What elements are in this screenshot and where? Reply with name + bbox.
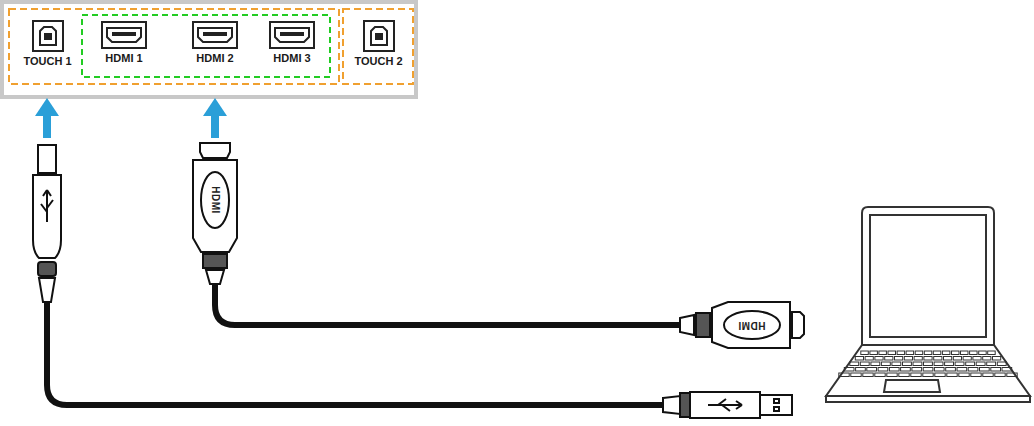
plug-logo-text: HDMI bbox=[737, 320, 767, 330]
hdmi-plug bbox=[680, 302, 804, 348]
usb-a-plug bbox=[663, 392, 792, 418]
touch-group-frame bbox=[343, 9, 413, 84]
port-label: HDMI 3 bbox=[268, 52, 316, 64]
port-icon bbox=[191, 20, 239, 50]
hdmi-port: HDMI 2 bbox=[191, 20, 239, 64]
usb-b-plug bbox=[33, 145, 61, 302]
touch-group-frame bbox=[9, 9, 339, 84]
port-label: HDMI 1 bbox=[100, 52, 148, 64]
laptop bbox=[826, 207, 1030, 402]
insert-arrow bbox=[35, 98, 227, 138]
hdmi-plug bbox=[193, 143, 237, 284]
port-label: TOUCH 2 bbox=[354, 55, 403, 67]
hdmi-cable bbox=[215, 282, 682, 325]
port-label: HDMI 2 bbox=[191, 52, 239, 64]
hdmi-group-frame bbox=[82, 15, 330, 77]
usb-touch-port: TOUCH 1 bbox=[23, 19, 72, 67]
display-panel bbox=[2, 2, 416, 97]
hdmi-port: HDMI 3 bbox=[268, 20, 316, 64]
plug-logo-text: HDMI bbox=[210, 185, 220, 215]
port-icon bbox=[31, 19, 65, 53]
port-label: TOUCH 1 bbox=[23, 55, 72, 67]
port-icon bbox=[362, 19, 396, 53]
hdmi-port: HDMI 1 bbox=[100, 20, 148, 64]
port-icon bbox=[100, 20, 148, 50]
keyboard-keys bbox=[839, 351, 1017, 377]
port-icon bbox=[268, 20, 316, 50]
usb-cable bbox=[47, 300, 665, 405]
usb-touch-port: TOUCH 2 bbox=[354, 19, 403, 67]
